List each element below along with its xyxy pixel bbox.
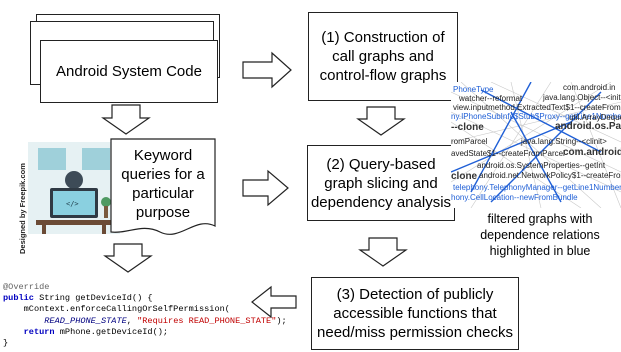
graph-label: avedState$1--createFromParcel bbox=[451, 149, 565, 158]
code-return-expression: mPhone.getDeviceId(); bbox=[54, 326, 169, 337]
code-call-end: ); bbox=[276, 315, 287, 326]
left-arrow-icon bbox=[251, 285, 297, 319]
step3-box: (3) Detection of publicly accessible fun… bbox=[311, 277, 519, 350]
graph-label: telephony.TelephonyManager--getLine1Numb… bbox=[453, 183, 621, 192]
svg-text:</>: </> bbox=[66, 200, 79, 208]
code-keyword-public: public bbox=[3, 293, 34, 304]
graph-label: romParcel bbox=[451, 137, 488, 146]
graph-caption: filtered graphs with dependence relation… bbox=[465, 211, 615, 259]
down-arrow-icon bbox=[103, 243, 153, 273]
graph-label: --clone bbox=[451, 122, 484, 133]
developer-illustration: </> bbox=[28, 142, 120, 234]
down-arrow-icon bbox=[356, 106, 406, 136]
keyword-queries-document-shape bbox=[110, 138, 216, 235]
keyword-queries-label: Keyword queries for a particular purpose bbox=[121, 147, 205, 221]
graph-label: java.lang.String--<clinit> bbox=[521, 137, 607, 146]
code-separator: , bbox=[126, 315, 138, 326]
code-keyword-return: return bbox=[23, 326, 55, 337]
step1-label: (1) Construction of call graphs and cont… bbox=[319, 29, 447, 84]
graph-label: ny.IPhoneSubInfo$Stub$Proxy--getLine1Num… bbox=[451, 112, 621, 121]
down-arrow-icon bbox=[358, 237, 408, 267]
step1-box: (1) Construction of call graphs and cont… bbox=[308, 12, 458, 101]
code-annotation: @Override bbox=[3, 282, 50, 292]
graph-label: clone bbox=[451, 171, 478, 182]
right-arrow-icon bbox=[242, 169, 289, 207]
graph-label: java.lang.Object--<init bbox=[543, 93, 621, 102]
step2-box: (2) Query-based graph slicing and depend… bbox=[307, 145, 455, 221]
developer-at-computer-icon: </> bbox=[28, 142, 120, 234]
graph-label: com.android.in bbox=[563, 83, 616, 92]
graph-label: watcher--reformat bbox=[459, 94, 523, 103]
step3-label: (3) Detection of publicly accessible fun… bbox=[317, 286, 513, 341]
android-system-code-label: Android System Code bbox=[56, 63, 202, 80]
graph-label: com.android bbox=[563, 147, 621, 158]
graph-label: hony.CellLocation--newFromBundle bbox=[451, 193, 578, 202]
graph-caption-text: filtered graphs with dependence relation… bbox=[480, 212, 600, 258]
graph-label: android.os.SystemProperties--getInt bbox=[477, 161, 606, 170]
graph-edges bbox=[451, 82, 621, 208]
code-method-signature: String getDeviceId() { bbox=[33, 293, 153, 304]
code-permission-message: "Requires READ_PHONE_STATE" bbox=[137, 315, 277, 326]
graph-label: PhoneType bbox=[453, 85, 494, 94]
graph-label: util.ArrayDeque--<ini bbox=[569, 113, 621, 122]
graph-label: android.net.NetworkPolicy$1--createFrom bbox=[479, 171, 621, 180]
code-permission-call: mContext.enforceCallingOrSelfPermission( bbox=[3, 304, 230, 315]
down-arrow-icon bbox=[101, 104, 151, 135]
right-arrow-icon bbox=[242, 51, 292, 89]
filtered-graph-image: PhoneType com.android.in watcher--reform… bbox=[451, 82, 621, 208]
step2-label: (2) Query-based graph slicing and depend… bbox=[310, 155, 452, 211]
code-permission-field: READ_PHONE_STATE bbox=[44, 315, 127, 326]
code-closing-brace: } bbox=[3, 338, 9, 349]
keyword-queries-box: Keyword queries for a particular purpose bbox=[110, 146, 216, 230]
code-snippet: @Override public String getDeviceId() { … bbox=[3, 282, 287, 349]
graph-label: android.os.Pa bbox=[555, 121, 621, 132]
android-system-code-box: Android System Code bbox=[40, 40, 218, 103]
graph-label: view.inputmethod.ExtractedText$1--create… bbox=[453, 103, 621, 112]
